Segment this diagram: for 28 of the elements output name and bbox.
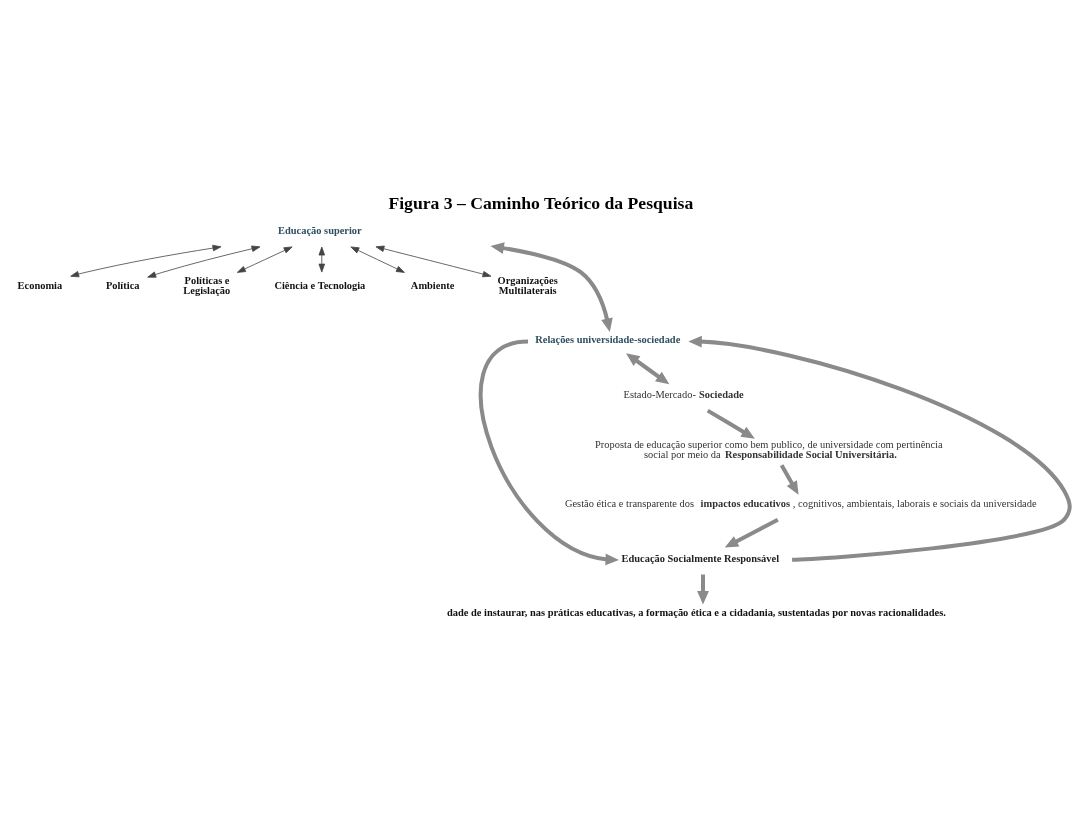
- node-text: Ciência e Tecnologia: [274, 279, 366, 291]
- node-text: Gestão ética e transparente dos impactos educativos, cognitivos, ambientais, laborais e sociais da universidade: [564, 497, 1037, 509]
- arrow: [70, 244, 222, 277]
- node-text: Relações universidade-sociedade: [535, 333, 681, 345]
- arrow: [478, 339, 619, 565]
- arrow: [236, 246, 293, 273]
- diagram-title: Figura 3 – Caminho Teórico da Pesquisa: [388, 192, 694, 213]
- node-text: Proposta de educação superior como bem publico, de universidade com pertinência social por meio da Responsabilidade Social Universitária.: [595, 438, 943, 460]
- arrow: [697, 574, 709, 605]
- node-text: Políticas e Legislação: [183, 274, 231, 296]
- node-text: Ambiente: [410, 279, 455, 291]
- arrow: [724, 517, 779, 548]
- arrow: [706, 408, 755, 439]
- arrow: [688, 335, 1072, 562]
- arrow: [375, 245, 492, 277]
- arrow: [490, 241, 613, 332]
- arrow: [147, 245, 261, 278]
- node-text: Estado-Mercado-Sociedade: [623, 388, 744, 400]
- arrow: [318, 246, 325, 272]
- arrow: [779, 463, 799, 495]
- arrow: [350, 246, 405, 273]
- node-text: Organizações Multilaterais: [497, 274, 558, 296]
- arrow: [626, 352, 670, 384]
- node-text: Educação Socialmente Responsável: [621, 552, 780, 564]
- node-text: dade de instaurar, nas práticas educativas, a formação ética e a cidadania, sustentadas por novas racionalidades.: [446, 606, 946, 618]
- node-text: Educação superior: [278, 224, 362, 236]
- node-text: Política: [105, 279, 140, 291]
- node-text: Economia: [17, 279, 63, 291]
